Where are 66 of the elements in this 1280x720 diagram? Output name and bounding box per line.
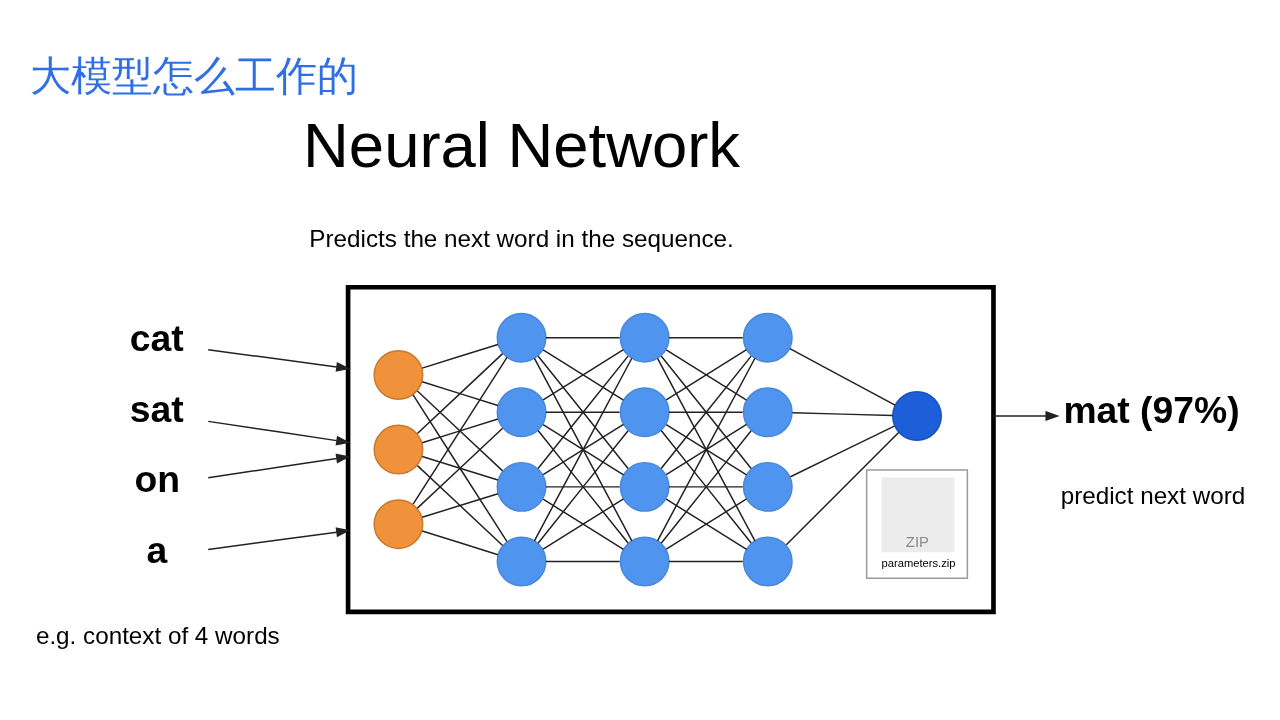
connector [421,455,499,481]
node-circle [496,461,547,512]
connector [537,354,629,469]
connector [421,529,499,555]
connector [660,354,752,469]
connector [421,380,499,406]
connector [421,343,499,369]
connector [660,429,752,544]
connector [416,352,504,434]
arrow [207,453,351,478]
connector [416,427,504,509]
connector [545,560,621,562]
label: Neural Network [303,109,741,180]
node-circle [619,461,670,512]
node-circle [373,498,424,549]
arrow [207,348,351,372]
connector [537,429,629,544]
label: Predicts the next word in the sequence. [309,224,734,252]
node-circle [373,349,424,400]
connector [665,348,748,401]
node-text: cat [129,316,184,359]
node-circle [496,386,547,437]
node-circle [496,536,547,586]
connector [542,348,625,401]
connector [785,431,900,546]
label: e.g. context of 4 words [35,621,280,649]
node-text: mat (97%) [1063,388,1240,431]
connector [412,356,508,505]
arrow [207,526,351,550]
node-text: sat [129,387,184,430]
connector [545,485,621,488]
node-circle [742,461,793,512]
connector [668,336,744,338]
connector [791,411,894,416]
node-circle [742,386,793,437]
connector [789,347,896,406]
node-circle [619,386,670,437]
connector [665,497,748,550]
node-circle [742,312,793,363]
connector [533,357,633,542]
arrow [207,420,351,445]
arrow [992,410,1060,421]
connector [412,393,508,542]
connector [545,336,621,338]
diagram-title: 大模型怎么工作的 [30,52,359,99]
node-circle [373,424,424,475]
node-circle [892,390,942,441]
connector [421,417,499,443]
connector [656,357,756,542]
node-circle [496,312,547,363]
node-circle [619,536,670,586]
node-box: ZIP parameters.zip [865,468,969,579]
connector [421,492,499,518]
node-circle [742,536,793,586]
connector [416,464,504,546]
label: predict next word [1060,481,1246,509]
connector [416,389,504,472]
connector [668,485,744,488]
connector [545,411,621,413]
node-text: on [134,457,181,500]
node-circle [619,312,670,363]
connector [668,560,744,562]
connector [668,411,744,413]
connector [542,497,625,550]
node-text: a [146,528,168,571]
connector [789,424,896,477]
